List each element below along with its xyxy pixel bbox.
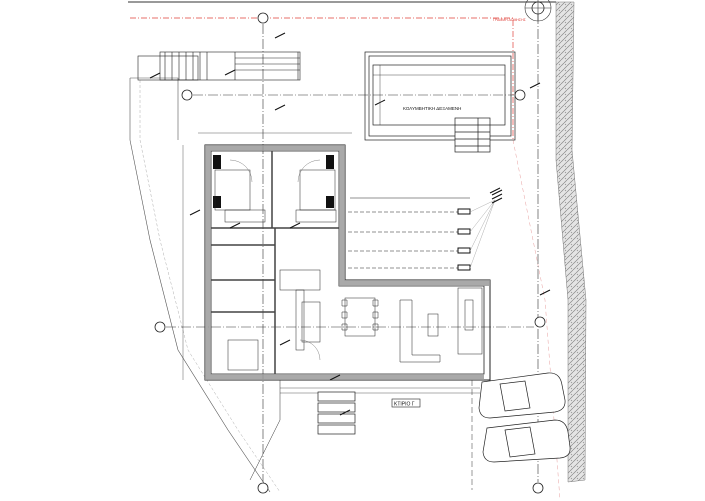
cars — [478, 372, 571, 463]
car-icon — [482, 419, 571, 463]
grid-bubble-icon — [532, 482, 544, 494]
grid-bubble-icon — [181, 89, 193, 101]
grid-bubbles — [154, 1, 546, 494]
swimming-pool: ΚΟΛΥΜΒΗΤΙΚΗ ΔΕΞΑΜΕΝΗ — [364, 51, 516, 153]
grid-bubble-icon — [514, 89, 526, 101]
site-boundary-step — [130, 77, 179, 140]
north-arrow-icon — [524, 0, 552, 22]
dimension-lines — [182, 132, 480, 394]
building-label-box: ΚΤΙΡΙΟ Γ — [391, 398, 421, 408]
furniture — [214, 159, 483, 371]
grid-bubble-icon — [534, 316, 546, 328]
grid-bubble-icon — [257, 482, 269, 494]
kitchen-island — [301, 301, 321, 343]
grid-bubble-icon — [257, 12, 269, 24]
terrace-stairs — [137, 51, 301, 81]
pool-label: ΚΟΛΥΜΒΗΤΙΚΗ ΔΕΞΑΜΕΝΗ — [403, 106, 461, 111]
bed — [227, 339, 259, 371]
building-walls — [204, 144, 491, 381]
dining-table — [344, 297, 376, 337]
site-boundary-left — [129, 78, 271, 493]
path-edge — [249, 380, 281, 481]
entrance-steps — [317, 391, 356, 435]
parking-guides — [348, 189, 503, 271]
sofa — [399, 299, 441, 363]
level-markers — [149, 32, 551, 416]
building-line-label: ΓΡΑΜΜΗ ΔΟΜΗΣΗΣ — [493, 18, 527, 22]
grid-bubble-icon — [154, 321, 166, 333]
car-icon — [478, 372, 566, 419]
stone-wall-right — [555, 1, 587, 483]
coffee-table — [427, 313, 439, 337]
site-boundary-left-offset — [139, 80, 281, 493]
building-label: ΚΤΙΡΙΟ Γ — [394, 402, 415, 408]
